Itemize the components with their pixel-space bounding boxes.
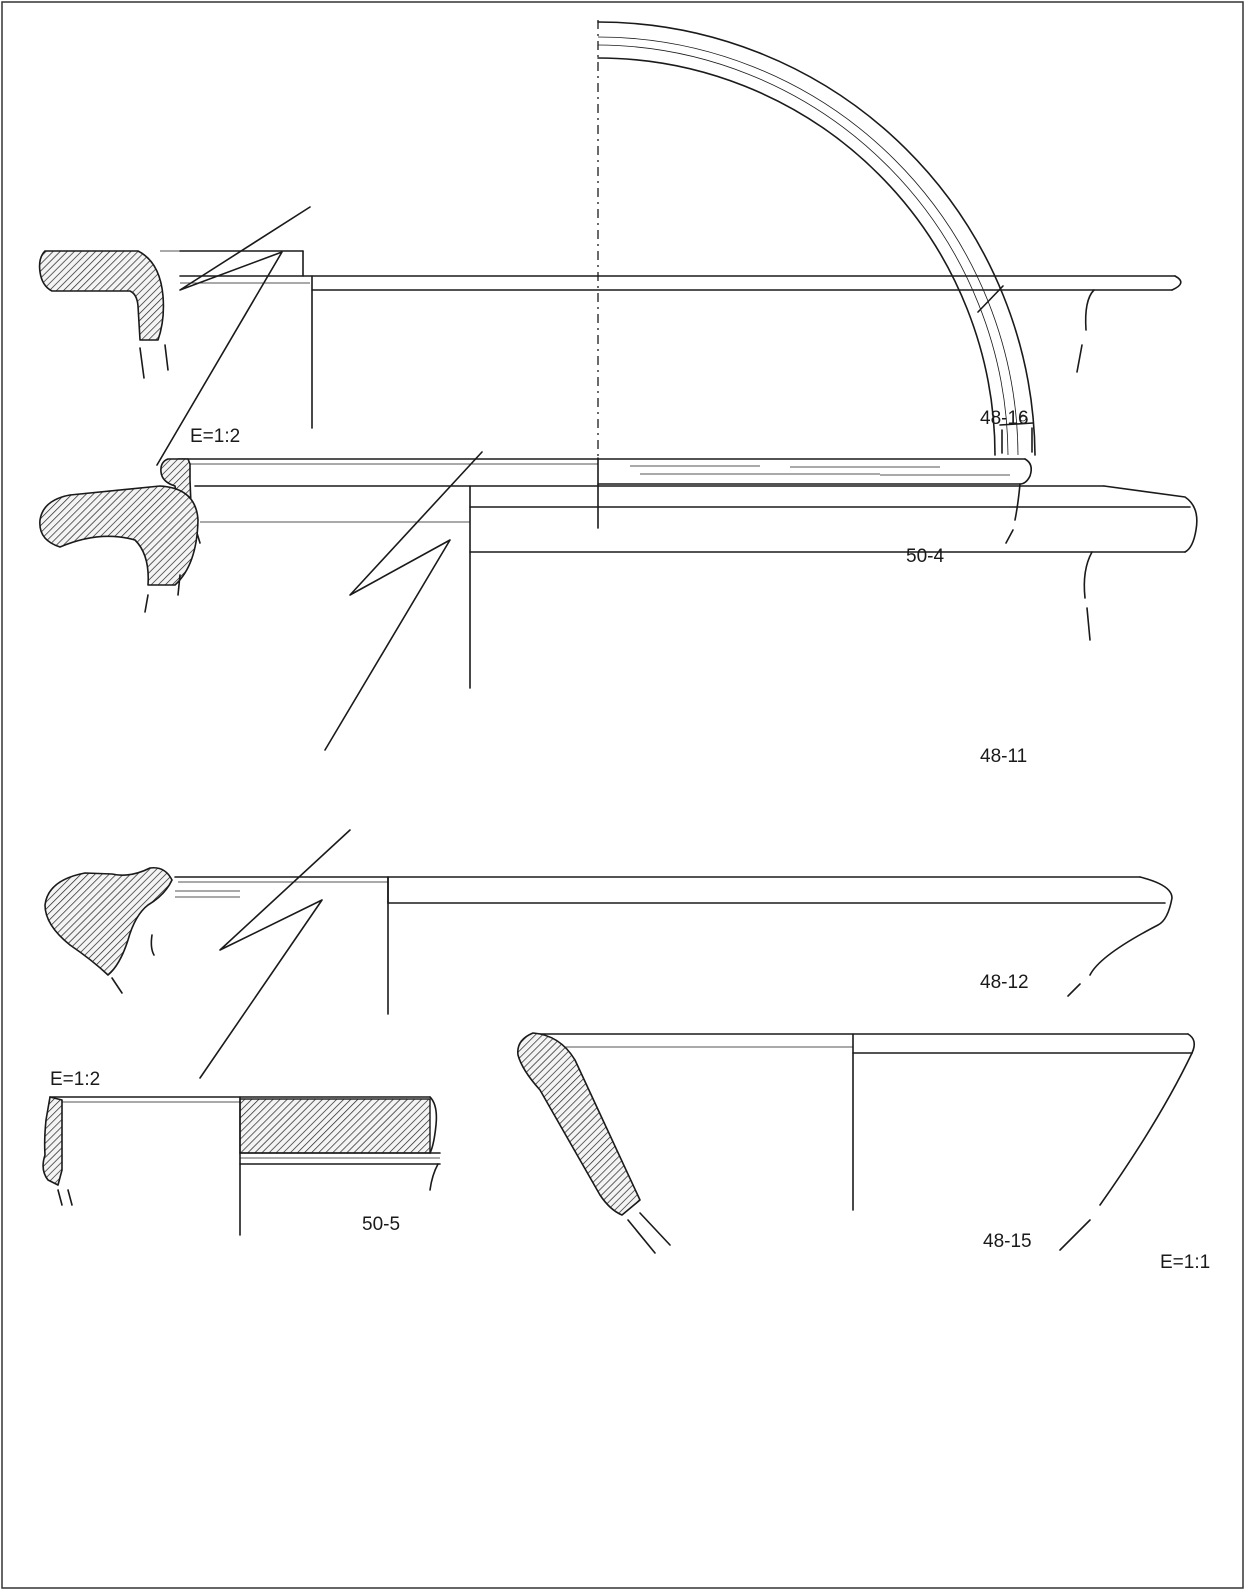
sherd-label-48-16: 48-16 [980, 408, 1029, 429]
scale-label-top-left: E=1:2 [190, 426, 240, 447]
drawing-50-4: E=1:2 50-4 [160, 20, 1036, 567]
scale-label-bottom-left: E=1:2 [50, 1069, 100, 1090]
break-lines [156, 206, 483, 1079]
sherd-label-50-5: 50-5 [362, 1214, 400, 1235]
sherd-label-48-11: 48-11 [980, 746, 1027, 767]
drawing-48-12: 48-12 [44, 866, 1173, 1015]
sherd-label-48-15: 48-15 [983, 1231, 1032, 1252]
sherd-label-48-12: 48-12 [980, 972, 1029, 993]
drawing-50-5: E=1:2 50-5 [42, 1069, 441, 1236]
drawing-48-15: 48-15 [516, 1032, 1196, 1254]
drawing-48-16: 48-16 [38, 250, 1182, 429]
drawing-48-11: 48-11 [39, 485, 1198, 767]
scale-label-bottom-right: E=1:1 [1160, 1252, 1210, 1273]
sherd-label-50-4: 50-4 [906, 546, 944, 567]
